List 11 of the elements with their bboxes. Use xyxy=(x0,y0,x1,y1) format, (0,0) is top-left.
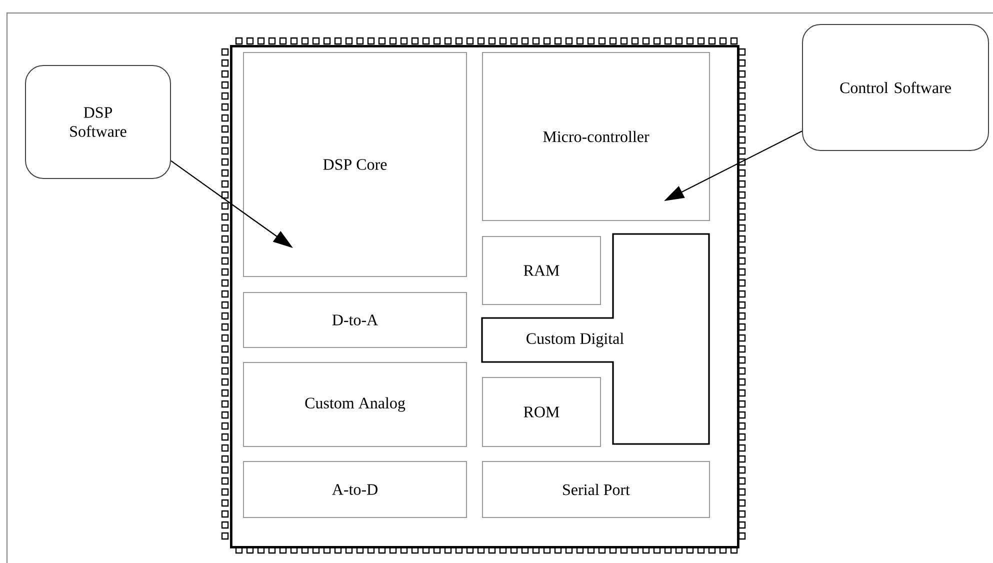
block: Serial Port xyxy=(482,461,710,518)
chip-drawing xyxy=(221,37,746,554)
block: A-to-D xyxy=(243,461,467,518)
block: Custom Analog xyxy=(243,362,467,447)
block: ROM xyxy=(482,377,601,447)
block: Micro-controller xyxy=(482,52,710,221)
block: DSP Core xyxy=(243,52,467,277)
block: RAM xyxy=(482,236,601,305)
callout-box: Control Software xyxy=(802,24,989,151)
callout-box: DSP Software xyxy=(25,65,171,179)
block: D-to-A xyxy=(243,292,467,348)
